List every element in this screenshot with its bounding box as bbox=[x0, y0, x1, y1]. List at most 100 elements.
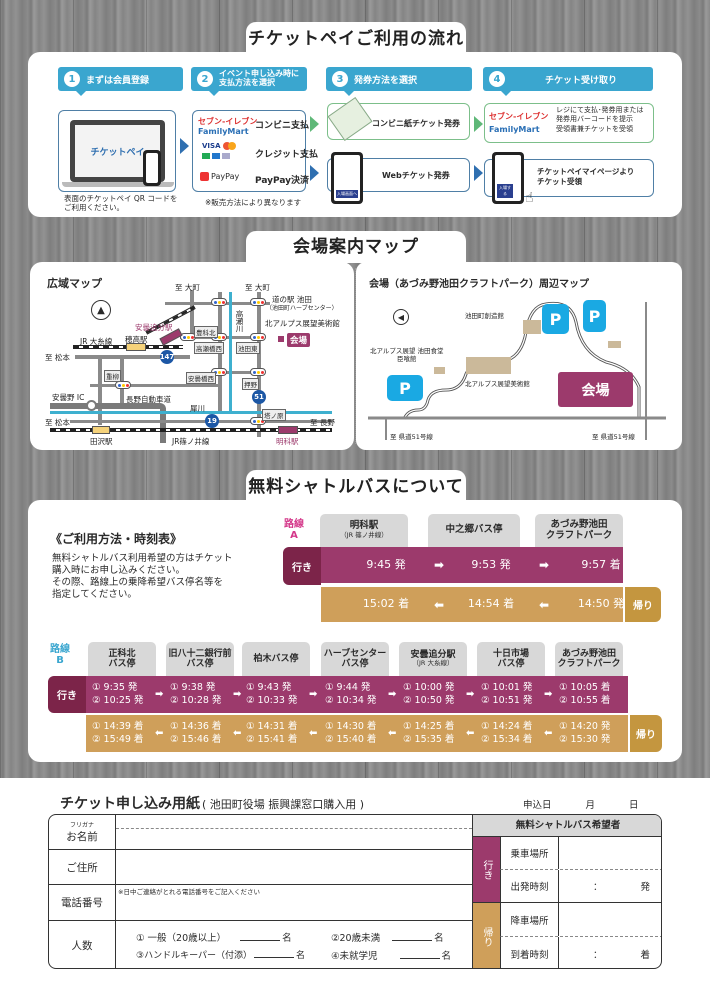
usage-title: 《ご利用方法・時刻表》 bbox=[50, 532, 183, 546]
phone-icon bbox=[143, 150, 161, 186]
arrow-right-icon bbox=[474, 165, 483, 181]
go-time: ② 10:50 発 bbox=[403, 694, 455, 706]
depart-time-row[interactable]: 出発時刻：発 bbox=[500, 870, 661, 903]
alight-place-row[interactable]: 降車場所 bbox=[500, 903, 661, 937]
intersection-label: 豊科北 bbox=[194, 326, 218, 338]
seven-eleven-logo: セブン-イレブン bbox=[198, 117, 258, 126]
return-time: ① 14:25 着 bbox=[403, 721, 455, 733]
label-michinoeki: 道の駅 池田 bbox=[272, 295, 312, 304]
arrow-right-icon: ➡ bbox=[434, 558, 445, 572]
address-input[interactable] bbox=[116, 850, 472, 884]
furigana-input[interactable] bbox=[116, 815, 472, 829]
go-label: 行き bbox=[48, 676, 86, 713]
label-jr-oito: JR 大糸線 bbox=[80, 337, 113, 346]
return-time: ① 14:30 着 bbox=[325, 721, 377, 733]
go-time: ② 10:33 発 bbox=[246, 694, 298, 706]
label-shokudo: 北アルプス展望 池田食堂 臣喰館 bbox=[370, 347, 444, 364]
arrow-right-icon: ➡ bbox=[466, 689, 475, 700]
label-road-left: 至 県道51号線 bbox=[390, 433, 433, 441]
count-item[interactable]: ④未就学児名 bbox=[331, 951, 452, 962]
shokudo-building bbox=[434, 367, 445, 374]
phone-input[interactable] bbox=[116, 895, 472, 920]
bus-stop-name: ハーブセンター バス停 bbox=[323, 648, 387, 669]
card-logos: VISA bbox=[202, 141, 247, 162]
step-2-box bbox=[192, 110, 306, 192]
bus-stop-name: 十日市場 バス停 bbox=[492, 648, 529, 669]
label-venue: 会場 bbox=[287, 333, 311, 347]
maps-title-tab: 会場案内マップ bbox=[246, 231, 466, 263]
label-to-matsumoto: 至 松本 bbox=[45, 418, 70, 427]
name-input[interactable] bbox=[116, 829, 472, 849]
jr-shinonoi-line bbox=[50, 428, 332, 432]
shuttle-section: 無料シャトルバス希望者 行き 帰り 乗車場所 出発時刻：発 降車場所 到着時刻：… bbox=[472, 815, 661, 968]
arrow-left-icon: ⬅ bbox=[539, 597, 550, 612]
go-time: 9:45 発 bbox=[366, 557, 406, 571]
return-time: 15:02 着 bbox=[362, 597, 410, 611]
traffic-signal-icon bbox=[250, 333, 266, 341]
route-b-label: 路線 B bbox=[50, 644, 70, 666]
takase-river bbox=[229, 292, 232, 412]
route-147-shield: 147 bbox=[160, 350, 174, 364]
store-pickup-text: レジにて支払･発券用または 発券用バーコードを提示 受領書兼チケットを受領 bbox=[556, 106, 644, 133]
arrive-time-row[interactable]: 到着時刻：着 bbox=[500, 937, 661, 968]
parking-icon: P bbox=[542, 304, 569, 334]
payment-credit: クレジット支払 bbox=[255, 150, 319, 160]
ic-circle-icon bbox=[86, 400, 97, 411]
bus-stop-header: ハーブセンター バス停 bbox=[321, 642, 389, 676]
arrow-right-icon: ➡ bbox=[309, 689, 318, 700]
label-tazawa: 田沢駅 bbox=[90, 437, 113, 446]
mypage-text: チケットペイマイページより チケット受領 bbox=[537, 167, 635, 187]
bus-stop-header: あづみ野池田 クラフトパーク bbox=[535, 514, 623, 547]
traffic-signal-icon bbox=[211, 298, 227, 306]
bus-stop-header: 旧八十二銀行前 バス停 bbox=[166, 642, 234, 676]
compass-icon: ▲ bbox=[91, 300, 111, 320]
label-akashina: 明科駅 bbox=[276, 437, 299, 446]
go-time: ① 10:05 着 bbox=[559, 682, 611, 694]
map-divider bbox=[355, 268, 356, 444]
arrow-right-icon bbox=[310, 165, 319, 181]
pointing-hand-icon: ☝ bbox=[525, 190, 534, 206]
count-item[interactable]: ②20歳未満名 bbox=[331, 933, 444, 944]
phone-enter-button: 入場画面へ bbox=[336, 190, 358, 198]
intersection-label: 重柳 bbox=[104, 370, 121, 382]
venue-map-title: 会場（あづみ野池田クラフトパーク）周辺マップ bbox=[369, 279, 589, 290]
label-azumi-oiwake: 安曇追分駅 bbox=[135, 323, 173, 332]
laptop-base bbox=[62, 182, 174, 187]
form-title: チケット申し込み用紙( 池田町役場 振興課窓口購入用 ) bbox=[60, 796, 365, 812]
board-place-row[interactable]: 乗車場所 bbox=[500, 837, 661, 870]
phone-icon: 入場画面へ bbox=[331, 152, 363, 204]
label-sozokan: 池田町創造館 bbox=[465, 312, 504, 320]
return-label: 帰り bbox=[630, 715, 662, 752]
go-time: ② 10:28 発 bbox=[170, 694, 222, 706]
bus-stop-header: 柏木バス停 bbox=[242, 642, 310, 676]
application-form: フリガナお名前 ご住所 電話番号 ※日中ご連絡がとれる電話番号をご記入ください … bbox=[48, 814, 662, 969]
bus-stop-name: 柏木バス停 bbox=[253, 653, 299, 664]
arrow-right-icon: ➡ bbox=[388, 689, 397, 700]
return-label: 帰り bbox=[625, 587, 661, 622]
label-hotaka: 穂高駅 bbox=[125, 335, 148, 344]
arrow-left-icon: ⬅ bbox=[544, 728, 553, 739]
phone-note: ※日中ご連絡がとれる電話番号をご記入ください bbox=[118, 888, 260, 896]
go-time: ② 10:34 発 bbox=[325, 694, 377, 706]
venue-marker bbox=[278, 336, 284, 342]
flow-title-tab: チケットペイご利用の流れ bbox=[246, 22, 466, 56]
count-item[interactable]: ① 一般（20歳以上）名 bbox=[136, 933, 292, 944]
expressway bbox=[50, 403, 160, 409]
label-to-omachi: 至 大町 bbox=[245, 283, 270, 292]
arrow-left-icon: ⬅ bbox=[434, 597, 445, 612]
label-to-nagano: 至 長野 bbox=[310, 418, 335, 427]
label-to-omachi: 至 大町 bbox=[175, 283, 200, 292]
count-item[interactable]: ③ハンドルキーパー（付添）名 bbox=[136, 951, 305, 961]
arrow-right-icon bbox=[310, 116, 319, 132]
intersection-label: 池田東 bbox=[236, 342, 260, 354]
arrow-left-icon: ⬅ bbox=[155, 728, 164, 739]
